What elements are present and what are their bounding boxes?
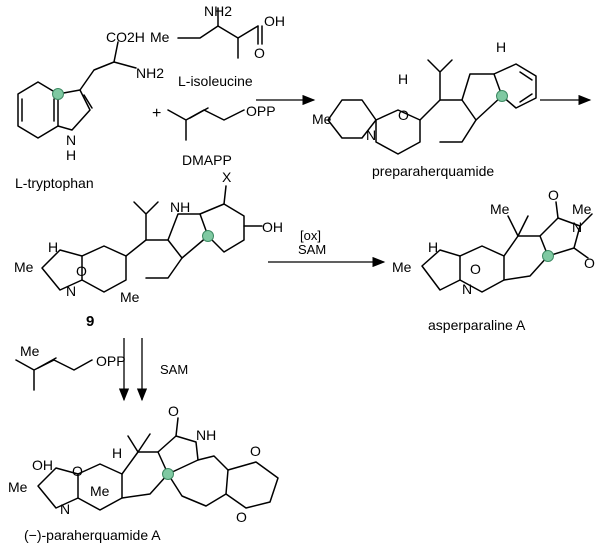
isoleucine-name: L-isoleucine [178, 73, 253, 89]
asp-n2-label: N [462, 281, 472, 297]
prep-h-label: H [398, 71, 408, 87]
c9-me2-label: Me [120, 289, 140, 305]
asp-h-label: H [428, 239, 438, 255]
label-carbon-marker [52, 88, 64, 100]
c9-h-label: H [48, 239, 58, 255]
asp-o2-label: O [584, 255, 595, 271]
c9-n-label: N [66, 283, 76, 299]
reagent-opp-label: OPP [96, 353, 126, 369]
compound-9-number: 9 [86, 313, 94, 330]
dmapp-opp-label: OPP [246, 103, 276, 119]
dmapp-name: DMAPP [182, 152, 232, 168]
prenyl-reagent-structure: Me OPP [15, 343, 126, 391]
tryptophan-structure: CO2H NH2 N H [17, 29, 164, 163]
reagent-sam-2: SAM [160, 362, 188, 377]
c9-x-label: X [222, 169, 232, 185]
prep-nh-label: H [496, 39, 506, 55]
isoleucine-o-label: O [254, 45, 265, 61]
label-carbon-marker [496, 90, 508, 102]
para-n-label: N [60, 501, 70, 517]
prep-me-label: Me [312, 111, 332, 127]
plus-sign: + [152, 105, 161, 122]
asp-me2-label: Me [572, 201, 592, 217]
prep-o-label: O [398, 107, 409, 123]
asp-me3-label: Me [392, 259, 412, 275]
dmapp-structure: OPP [167, 103, 276, 141]
compound-9-structure: X OH H NH Me O N Me [14, 169, 283, 305]
prep-n-label: N [366, 127, 376, 143]
paraherquamide-structure: OH Me O NH Me N O O O H [8, 403, 279, 525]
label-carbon-marker [162, 468, 174, 480]
c9-nh-label: NH [170, 199, 190, 215]
c9-me-label: Me [14, 259, 34, 275]
asperparaline-structure: Me O N Me O H N O Me [392, 187, 595, 297]
c9-oh-label: OH [262, 219, 283, 235]
para-o-label: O [168, 403, 179, 419]
reagent-me-label: Me [20, 343, 40, 359]
label-carbon-marker [202, 230, 214, 242]
label-carbon-marker [542, 250, 554, 262]
para-o4-label: O [236, 509, 247, 525]
isoleucine-oh-label: OH [264, 13, 285, 29]
nh2-label: NH2 [136, 65, 164, 81]
para-oh-label: OH [32, 457, 53, 473]
isoleucine-structure: NH2 OH O Me [150, 3, 285, 61]
preparaherquamide-structure: Me H H O N [312, 39, 537, 155]
indole-h-label: H [66, 147, 76, 163]
c9-o-label: O [76, 263, 87, 279]
asp-n-label: N [572, 219, 582, 235]
asp-o3-label: O [470, 261, 481, 277]
isoleucine-nh2-label: NH2 [204, 3, 232, 19]
tryptophan-name: L-tryptophan [15, 175, 94, 191]
para-nh-label: NH [196, 427, 216, 443]
co2h-label: CO2H [106, 29, 145, 45]
preparaherquamide-name: preparaherquamide [372, 163, 494, 179]
isoleucine-me-label: Me [150, 29, 170, 45]
asperparaline-name: asperparaline A [428, 317, 526, 333]
asp-me-label: Me [490, 201, 510, 217]
para-me2-label: Me [90, 483, 110, 499]
para-o3-label: O [250, 443, 261, 459]
para-me-label: Me [8, 479, 28, 495]
indole-n-label: N [66, 132, 76, 148]
para-h-label: H [112, 445, 122, 461]
reagent-sam-1: SAM [298, 242, 326, 257]
asp-o1-label: O [548, 187, 559, 203]
reagent-ox: [ox] [300, 228, 321, 243]
para-o2-label: O [72, 463, 83, 479]
paraherquamide-name: (−)-paraherquamide A [24, 527, 161, 543]
